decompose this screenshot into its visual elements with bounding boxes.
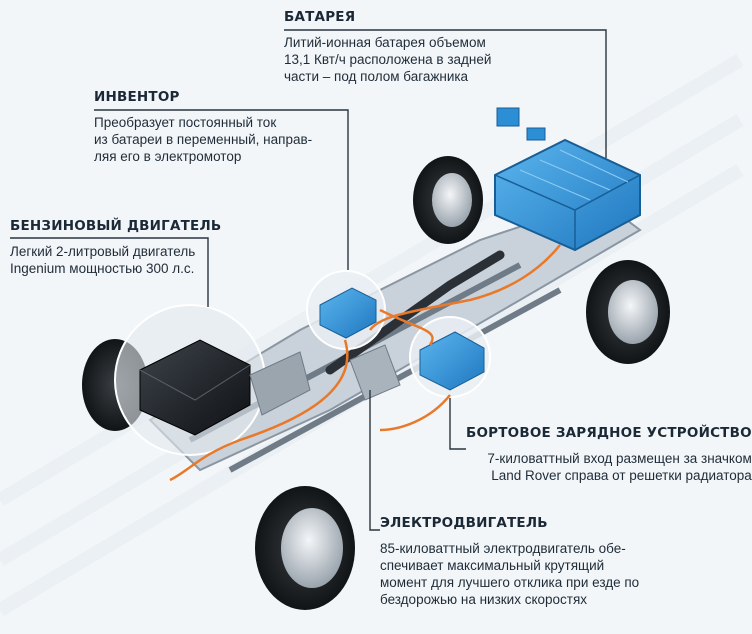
inverter-title: ИНВЕНТОР: [94, 89, 180, 105]
motor-line: момент для лучшего отклика при езде по: [380, 575, 640, 590]
petrol-engine: [114, 304, 311, 456]
engine-line: Легкий 2-литровый двигатель: [10, 244, 196, 259]
battery-line: Литий-ионная батарея объемом: [284, 35, 486, 50]
rear-left-wheel: [413, 156, 483, 244]
motor-title: ЭЛЕКТРОДВИГАТЕЛЬ: [380, 515, 548, 531]
inverter-line: из батареи в переменный, направ-: [94, 132, 313, 147]
engine-title: БЕНЗИНОВЫЙ ДВИГАТЕЛЬ: [10, 218, 222, 234]
battery-description: Литий-ионная батарея объемом 13,1 Квт/ч …: [284, 34, 491, 85]
electric-motor: [349, 344, 401, 401]
inverter-line: ляя его в электромотор: [94, 149, 242, 164]
engine-description: Легкий 2-литровый двигатель Ingenium мощ…: [10, 243, 221, 277]
charger-title: БОРТОВОЕ ЗАРЯДНОЕ УСТРОЙСТВО: [466, 425, 752, 441]
charger-highlight: [409, 316, 491, 398]
battery-line: части – под полом багажника: [284, 69, 469, 84]
battery-line: 13,1 Квт/ч расположена в задней: [284, 52, 492, 67]
battery-callout: БАТАРЕЯ Литий-ионная батарея объемом 13,…: [284, 9, 491, 85]
front-right-wheel: [255, 486, 355, 610]
charger-line: 7-киловаттный вход размещен за значком: [487, 451, 752, 466]
inverter-callout: ИНВЕНТОР Преобразует постоянный ток из б…: [94, 89, 312, 165]
inverter-description: Преобразует постоянный ток из батареи в …: [94, 114, 312, 165]
charger-description: 7-киловаттный вход размещен за значком L…: [466, 450, 752, 484]
rear-right-wheel: [586, 260, 670, 364]
motor-description: 85-киловаттный электродвигатель обе- спе…: [380, 540, 639, 608]
battery-title: БАТАРЕЯ: [284, 9, 356, 25]
inverter-line: Преобразует постоянный ток: [94, 115, 277, 130]
battery-pack: [494, 107, 641, 252]
leader-lines: [10, 29, 607, 531]
motor-callout: ЭЛЕКТРОДВИГАТЕЛЬ 85-киловаттный электрод…: [380, 515, 639, 608]
charger-callout: БОРТОВОЕ ЗАРЯДНОЕ УСТРОЙСТВО 7-киловаттн…: [466, 425, 752, 484]
motor-line: бездорожью на низких скоростях: [380, 592, 588, 607]
engine-callout: БЕНЗИНОВЫЙ ДВИГАТЕЛЬ Легкий 2-литровый д…: [10, 218, 221, 277]
inverter-highlight: [306, 270, 386, 350]
motor-line: 85-киловаттный электродвигатель обе-: [380, 541, 626, 556]
engine-line: Ingenium мощностью 300 л.с.: [10, 261, 195, 276]
hv-cables: [169, 244, 561, 482]
motor-line: спечивает максимальный крутящий: [380, 558, 605, 573]
charger-line: Land Rover справа от решетки радиатора: [491, 468, 752, 483]
